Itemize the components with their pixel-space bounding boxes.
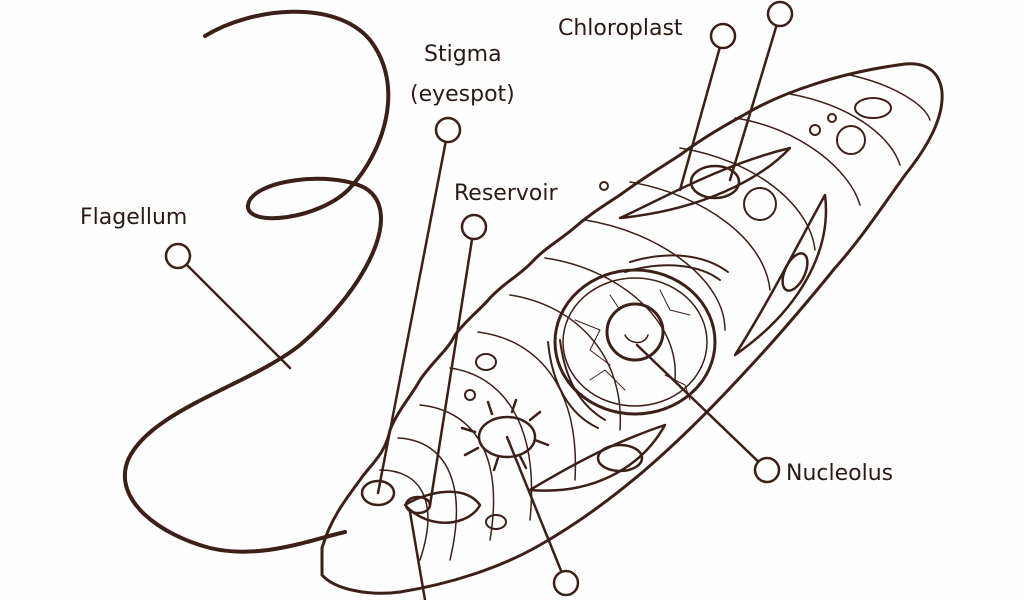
cell-body-outline: [320, 62, 944, 595]
leader-lines: [176, 12, 782, 600]
chloroplast-right: [733, 193, 828, 357]
label-chloroplast: Chloroplast: [558, 16, 683, 41]
callout-stigma: [434, 116, 462, 144]
granules: [464, 97, 892, 530]
label-nucleolus: Nucleolus: [786, 461, 894, 486]
callout-chloroplast: [709, 22, 737, 50]
golgi-folds: [547, 254, 729, 429]
callout-top: [766, 0, 794, 28]
nucleolus: [605, 302, 665, 362]
label-eyespot: (eyespot): [410, 82, 515, 107]
callout-bottom: [552, 569, 580, 597]
reservoir-structure: [403, 490, 482, 524]
callout-nucleolus: [753, 456, 781, 484]
chloroplast-lower: [528, 423, 667, 492]
stigma-eyespot: [360, 479, 396, 507]
contractile-vacuole: [460, 398, 550, 472]
callout-reservoir: [460, 213, 488, 241]
callout-circles: [164, 0, 794, 597]
label-flagellum: Flagellum: [80, 205, 188, 230]
flagellum: [122, 9, 391, 554]
callout-flagellum: [164, 242, 192, 270]
label-stigma: Stigma: [424, 42, 502, 67]
label-reservoir: Reservoir: [454, 181, 558, 206]
chloroplast-upper: [618, 146, 792, 220]
